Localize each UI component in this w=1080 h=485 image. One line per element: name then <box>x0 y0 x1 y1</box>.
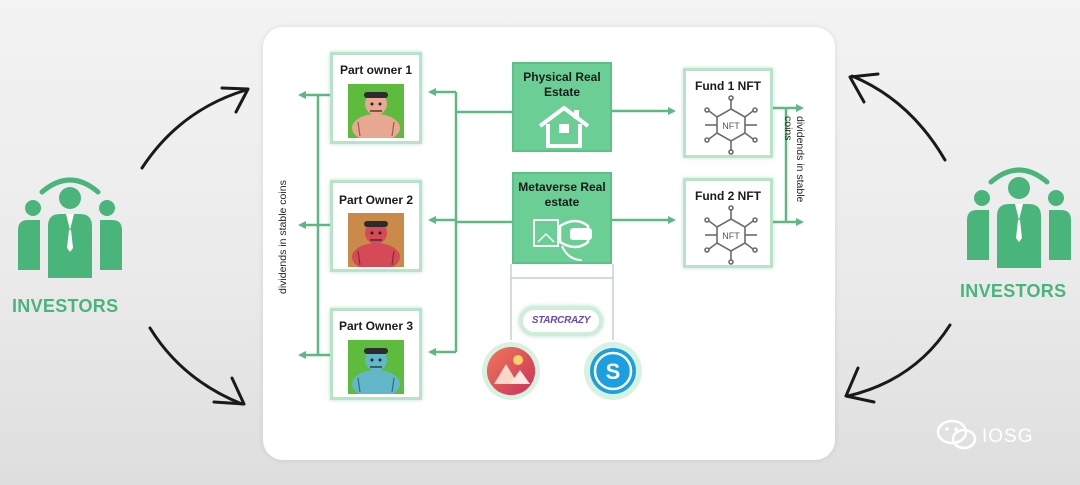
starcrazy-text: STARCRAZY <box>531 315 591 326</box>
vr-headset-icon <box>533 219 592 261</box>
svg-text:S: S <box>606 359 621 384</box>
arrow-left-lower <box>148 326 244 406</box>
metaverse-title-line2: estate <box>544 195 580 209</box>
part-owner-card-1: Part owner 1 <box>330 52 422 144</box>
arrow-left-upper <box>140 88 248 170</box>
physical-title-line1: Physical Real <box>523 70 601 84</box>
fund-card-2: Fund 2 NFT NFT <box>683 178 773 268</box>
metaverse-title-line1: Metaverse Real <box>518 180 606 194</box>
dividends-label-left: dividends in stable coins <box>277 180 289 294</box>
part-owner-label: Part Owner 3 <box>338 319 414 333</box>
svg-text:NFT: NFT <box>722 121 740 131</box>
avatar <box>348 84 404 138</box>
physical-title-line2: Estate <box>543 85 581 99</box>
nft-chip-icon: NFT <box>704 205 758 265</box>
investors-icon <box>967 167 1071 268</box>
part-owner-label: Part Owner 2 <box>338 193 414 207</box>
physical-real-estate-box: Physical Real Estate <box>512 62 612 152</box>
arrow-right-upper <box>850 74 947 162</box>
dividends-label-right: dividends in stable coins <box>782 116 806 202</box>
part-owner-card-2: Part Owner 2 <box>330 180 422 272</box>
watermark-text: IOSG <box>982 426 1034 447</box>
dividends-right-line1: dividends in stable <box>794 116 806 203</box>
avatar <box>348 213 404 267</box>
decentraland-logo-icon <box>482 342 540 400</box>
fund-label: Fund 1 NFT <box>695 79 761 93</box>
investors-icon <box>18 177 122 278</box>
house-icon <box>538 106 590 148</box>
sandbox-logo-icon: S <box>584 342 642 400</box>
investors-label-right: INVESTORS <box>960 281 1067 301</box>
svg-text:NFT: NFT <box>722 231 740 241</box>
avatar <box>348 340 404 394</box>
arrow-right-lower <box>846 323 952 398</box>
nft-chip-icon: NFT <box>704 95 758 155</box>
dividends-right-line2: coins <box>782 116 794 141</box>
fund-card-1: Fund 1 NFT NFT <box>683 68 773 158</box>
wechat-icon <box>936 419 977 450</box>
metaverse-real-estate-box: Metaverse Real estate <box>512 172 612 264</box>
part-owner-label: Part owner 1 <box>339 63 413 77</box>
fund-label: Fund 2 NFT <box>695 189 761 203</box>
part-owner-card-3: Part Owner 3 <box>330 308 422 400</box>
investors-label-left: INVESTORS <box>12 296 119 316</box>
starcrazy-logo: STARCRAZY <box>519 306 603 336</box>
